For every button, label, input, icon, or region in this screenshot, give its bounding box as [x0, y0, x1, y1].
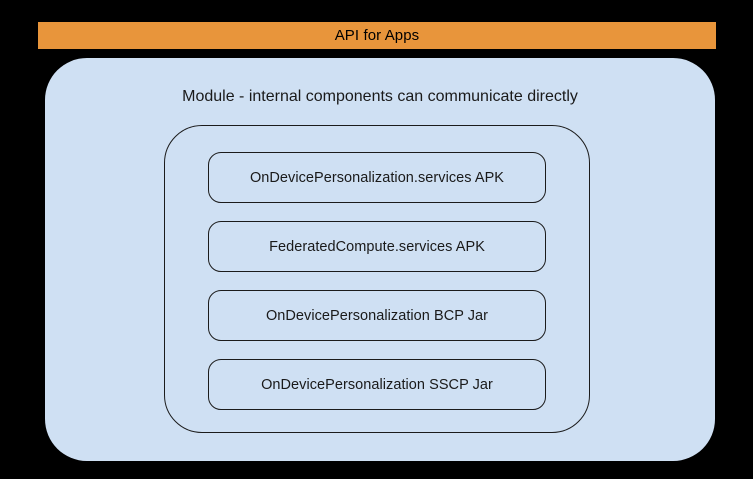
component-box-ondevicepersonalization-services-apk: OnDevicePersonalization.services APK [208, 152, 546, 203]
api-for-apps-label: API for Apps [334, 27, 420, 44]
internal-components-container [164, 125, 590, 433]
component-label: OnDevicePersonalization SSCP Jar [261, 376, 493, 393]
module-title: Module - internal components can communi… [182, 88, 578, 105]
module-card: Module - internal components can communi… [45, 58, 715, 461]
component-label: FederatedCompute.services APK [269, 238, 485, 255]
component-box-federatedcompute-services-apk: FederatedCompute.services APK [208, 221, 546, 272]
component-box-ondevicepersonalization-sscp-jar: OnDevicePersonalization SSCP Jar [208, 359, 546, 410]
component-box-ondevicepersonalization-bcp-jar: OnDevicePersonalization BCP Jar [208, 290, 546, 341]
component-list: OnDevicePersonalization.services APK Fed… [208, 152, 546, 410]
component-label: OnDevicePersonalization.services APK [249, 169, 505, 186]
api-for-apps-bar: API for Apps [38, 22, 716, 49]
component-label: OnDevicePersonalization BCP Jar [265, 307, 489, 324]
